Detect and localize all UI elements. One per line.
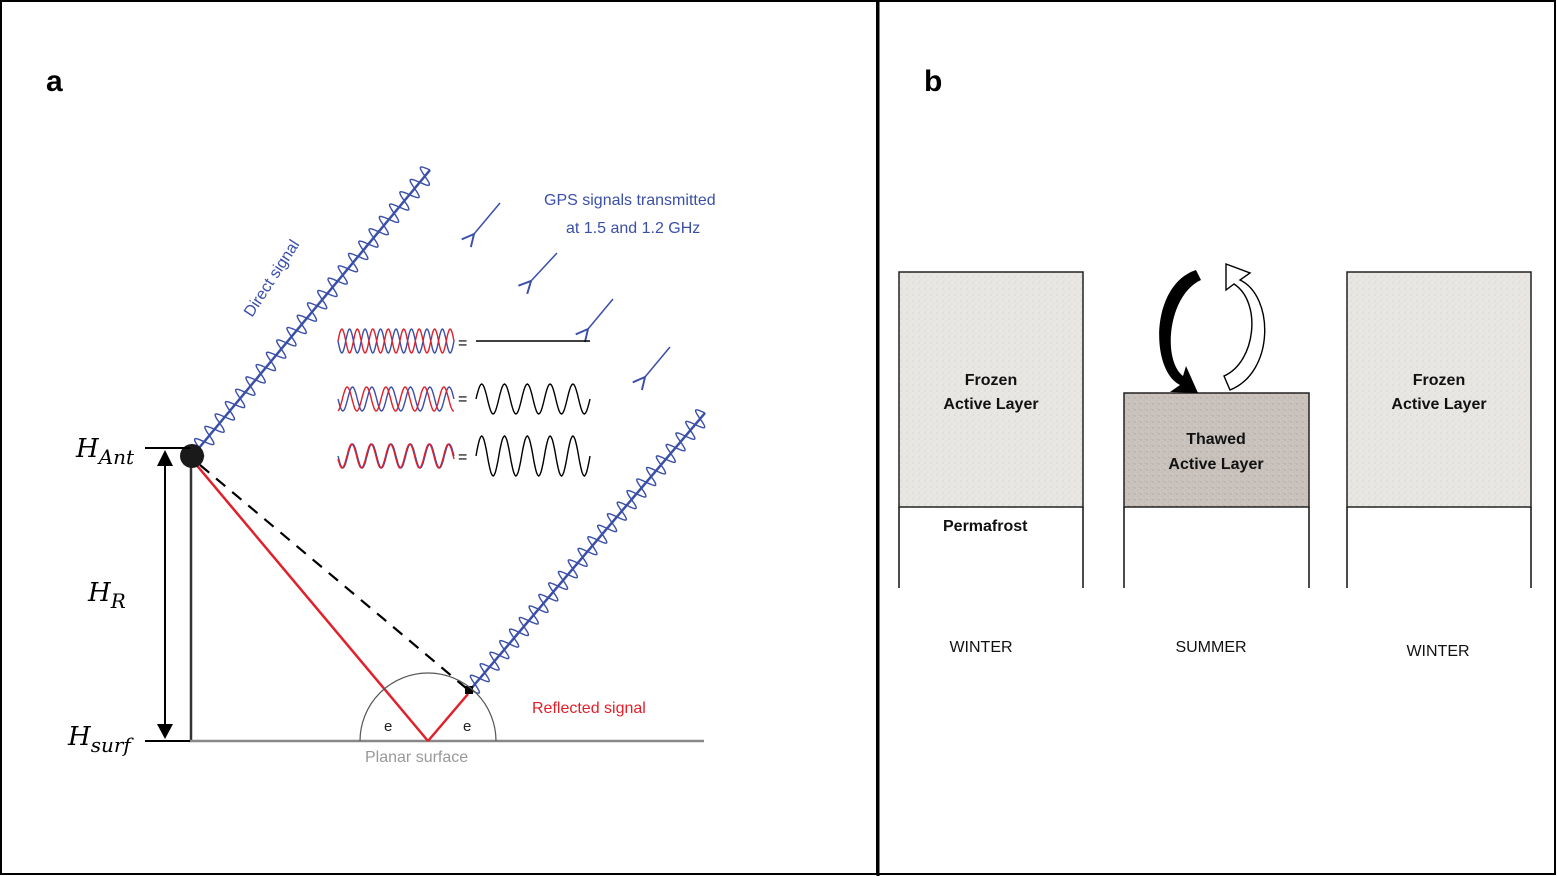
antenna-icon	[180, 444, 204, 468]
angle-arc-left	[359, 672, 429, 742]
gps-text-line1: GPS signals transmitted	[544, 192, 716, 209]
reflected-signal-label: Reflected signal	[532, 700, 646, 717]
h-r-arrow-head-bottom	[157, 724, 173, 739]
panel-a-frame	[0, 0, 878, 875]
season-label-2: SUMMER	[1175, 639, 1246, 656]
block1-line2: Active Layer	[943, 396, 1038, 413]
direct-signal-label: Direct signal	[241, 237, 303, 320]
reflected-incoming-wave	[469, 409, 706, 694]
planar-surface-label: Planar surface	[365, 749, 468, 766]
incoming-arrow-4	[645, 346, 671, 377]
block3-line1: Frozen	[1413, 372, 1465, 389]
reflected-path-up	[427, 693, 469, 742]
freeze-cycle-arrow-icon	[1159, 270, 1201, 393]
direct-signal-oscillation	[193, 166, 431, 458]
h-ant-label: HAnt	[75, 434, 135, 469]
equals-2: =	[458, 391, 467, 408]
wave-row2-result	[475, 383, 591, 415]
path-difference-dashed	[199, 464, 467, 689]
wave-row1-red	[337, 328, 455, 354]
panel-a-label: a	[46, 65, 63, 98]
season-label-3: WINTER	[1406, 643, 1469, 660]
angle-label-left: e	[384, 718, 392, 735]
angle-label-right: e	[463, 718, 471, 735]
direct-signal-wave	[193, 166, 431, 458]
angle-arc-right	[427, 672, 497, 742]
wave-row1-blue	[337, 328, 455, 354]
wave-row3-red	[337, 443, 455, 469]
h-r-label: HR	[87, 578, 126, 613]
permafrost-label: Permafrost	[943, 518, 1028, 535]
frozen-active-layer-block-2	[1346, 271, 1532, 508]
incoming-arrow-1	[474, 202, 501, 234]
h-r-arrow-head-top	[157, 450, 173, 466]
season-label-1: WINTER	[949, 639, 1012, 656]
frozen-active-layer-block-1	[898, 271, 1084, 508]
equals-3: =	[458, 449, 467, 466]
interference-illustrations	[337, 328, 591, 477]
wave-row3-result	[475, 435, 591, 477]
h-surf-label: Hsurf	[67, 722, 134, 757]
panel-b-label: b	[924, 65, 942, 98]
reflected-path-down	[193, 461, 429, 742]
block1-line1: Frozen	[965, 372, 1017, 389]
incoming-arrow-3	[588, 298, 614, 329]
wave-row2-red	[337, 386, 454, 412]
wave-row2-blue	[337, 386, 455, 412]
reflected-incoming-oscillation	[469, 409, 706, 694]
gps-text-line2: at 1.5 and 1.2 GHz	[566, 220, 700, 237]
block2-line2: Active Layer	[1168, 456, 1263, 473]
thawed-active-layer-block	[1123, 392, 1310, 508]
incoming-arrow-2	[531, 252, 558, 281]
block2-line1: Thawed	[1186, 431, 1246, 448]
block3-line2: Active Layer	[1391, 396, 1486, 413]
equals-1: =	[458, 335, 467, 352]
thaw-cycle-arrow-icon	[1223, 262, 1266, 391]
reflection-point-marker	[465, 686, 473, 694]
